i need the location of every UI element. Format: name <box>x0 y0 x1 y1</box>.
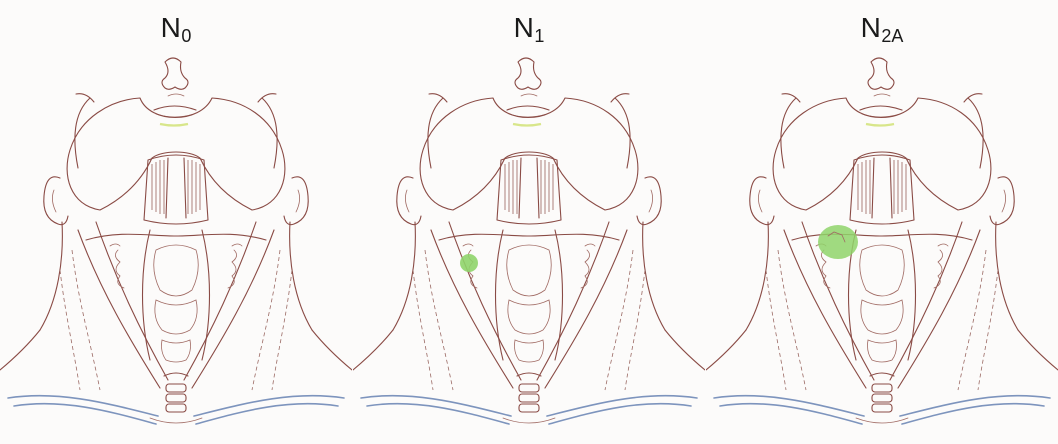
panel-n2a: N2A <box>706 0 1058 444</box>
neck-illustration <box>353 0 705 444</box>
lymph-node-marker <box>460 254 478 272</box>
neck-illustration <box>706 0 1058 444</box>
panel-n0: N0 <box>0 0 352 444</box>
neck-illustration <box>0 0 352 444</box>
lymph-node-marker <box>818 225 858 259</box>
panel-n1: N1 <box>353 0 705 444</box>
